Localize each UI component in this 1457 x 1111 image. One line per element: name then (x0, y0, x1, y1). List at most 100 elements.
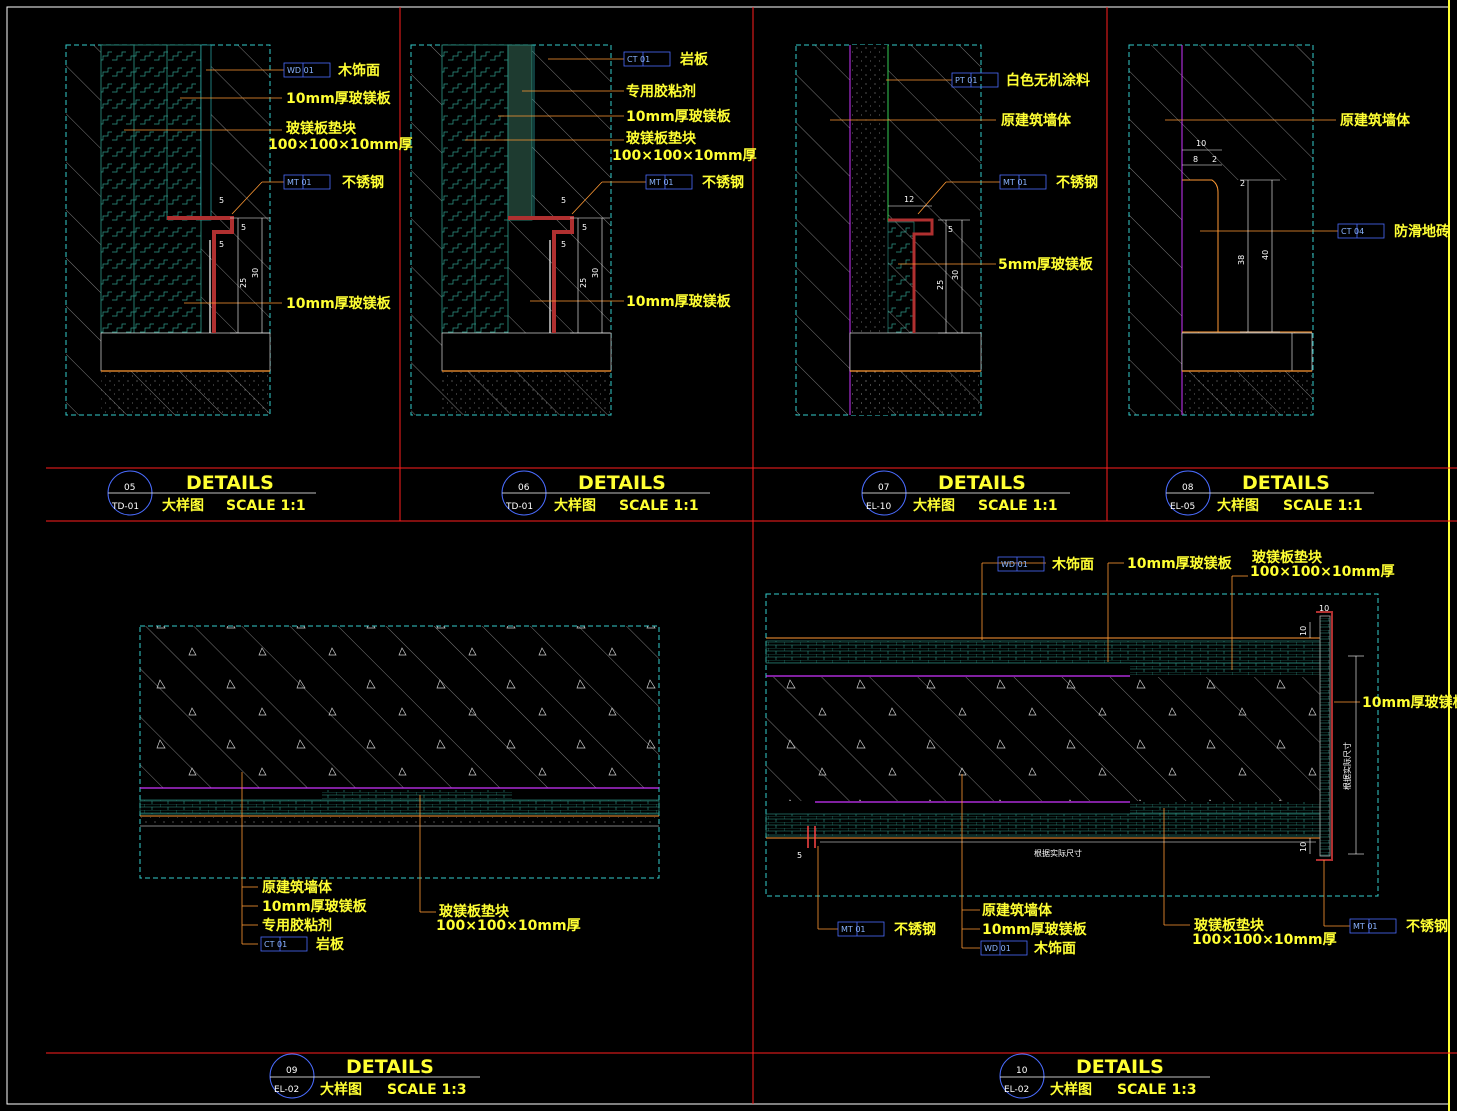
dim-label: 25 (936, 280, 945, 290)
material-tag: CT 01 (627, 55, 650, 64)
material-tag: WD 01 (287, 66, 314, 75)
material-tag: CT 01 (264, 940, 287, 949)
detail-ref: TD-01 (111, 502, 139, 512)
callout-label: 不锈钢 (1056, 174, 1098, 191)
detail-09-drawing (139, 625, 660, 879)
callout-label: 防滑地砖 (1394, 223, 1450, 240)
callout-label: 10mm厚玻镁板 (1127, 555, 1233, 572)
dim-label: 38 (1237, 255, 1246, 265)
dim-label: 10 (1196, 139, 1206, 148)
detail-08-callouts: 原建筑墙体 CT 04 防滑地砖 (1337, 112, 1450, 240)
size-note: 根据实际尺寸 (1034, 848, 1082, 858)
detail-05-callouts: WD 01 木饰面 10mm厚玻镁板 玻镁板垫块 100×100×10mm厚 M… (268, 62, 413, 312)
detail-number: 10 (1016, 1066, 1028, 1076)
detail-scale: SCALE 1:1 (1283, 498, 1363, 514)
callout-label: 5mm厚玻镁板 (998, 256, 1094, 273)
detail-number: 05 (124, 483, 135, 493)
detail-09-leaders (241, 772, 436, 945)
material-tag: MT 01 (1003, 178, 1028, 187)
detail-title: DETAILS (346, 1056, 434, 1078)
detail-title: DETAILS (186, 472, 274, 494)
detail-07-leaders (830, 79, 1000, 265)
callout-label: 10mm厚玻镁板 (262, 898, 368, 915)
detail-06-callouts: CT 01 岩板 专用胶粘剂 10mm厚玻镁板 玻镁板垫块 100×100×10… (612, 51, 757, 310)
detail-07-drawing (795, 44, 982, 416)
callout-label: 不锈钢 (894, 921, 936, 938)
dim-label: 5 (582, 223, 587, 232)
callout-label: 10mm厚玻镁板 (286, 90, 392, 107)
dim-label: 5 (797, 851, 802, 860)
callout-label: 不锈钢 (1406, 918, 1448, 935)
material-tag: WD 01 (1001, 560, 1028, 569)
dim-label: 25 (239, 278, 248, 288)
title-block-06: 06 TD-01 DETAILS 大样图 SCALE 1:1 (501, 470, 710, 516)
detail-06-leaders (465, 58, 646, 302)
title-block-10: 10 EL-02 DETAILS 大样图 SCALE 1:3 (999, 1053, 1210, 1099)
callout-label: 10mm厚玻镁板 (982, 921, 1088, 938)
detail-05-dim-labels: 5 5 5 30 25 (219, 196, 260, 288)
callout-label: 专用胶粘剂 (262, 917, 332, 934)
detail-ref: EL-02 (274, 1085, 299, 1095)
detail-08-leaders (1165, 119, 1338, 232)
callout-label: 岩板 (679, 51, 709, 68)
callout-label: 原建筑墙体 (1001, 112, 1072, 129)
dim-label: 2 (1212, 155, 1217, 164)
detail-06-drawing (410, 44, 612, 416)
detail-scale: SCALE 1:1 (978, 498, 1058, 514)
detail-08-dims (1182, 149, 1280, 333)
dim-label: 5 (241, 223, 246, 232)
material-tag: MT 01 (841, 925, 866, 934)
detail-05-dims (230, 217, 270, 334)
callout-label: 木饰面 (1051, 556, 1094, 573)
detail-ref: EL-05 (1170, 502, 1195, 512)
callout-label: 木饰面 (1033, 940, 1076, 957)
detail-ref: EL-02 (1004, 1085, 1029, 1095)
title-block-08: 08 EL-05 DETAILS 大样图 SCALE 1:1 (1165, 470, 1374, 516)
dim-label: 8 (1193, 155, 1198, 164)
callout-label: 原建筑墙体 (982, 902, 1053, 919)
title-block-07: 07 EL-10 DETAILS 大样图 SCALE 1:1 (861, 470, 1070, 516)
material-tag: MT 01 (287, 178, 312, 187)
dim-label: 30 (591, 268, 600, 278)
detail-06-dim-labels: 5 5 5 30 25 (561, 196, 600, 288)
detail-number: 08 (1182, 483, 1194, 493)
dim-label: 10 (1319, 604, 1329, 613)
callout-label: 玻镁板垫块 (1194, 917, 1265, 934)
material-tag: MT 01 (1353, 922, 1378, 931)
detail-number: 09 (286, 1066, 298, 1076)
detail-title: DETAILS (938, 472, 1026, 494)
title-block-05: 05 TD-01 DETAILS 大样图 SCALE 1:1 (107, 470, 316, 516)
material-tag: WD 01 (984, 944, 1011, 953)
detail-name: 大样图 (1217, 497, 1259, 514)
callout-label: 10mm厚玻镁板 (286, 295, 392, 312)
dim-label: 40 (1261, 250, 1270, 260)
detail-10-leaders (817, 562, 1360, 949)
dim-label: 5 (948, 225, 953, 234)
detail-05-drawing (65, 44, 271, 416)
detail-07-dims (888, 205, 970, 334)
dim-label: 25 (579, 278, 588, 288)
dim-label: 30 (951, 270, 960, 280)
callout-label: 100×100×10mm厚 (1250, 564, 1395, 580)
title-block-09: 09 EL-02 DETAILS 大样图 SCALE 1:3 (269, 1053, 480, 1099)
callout-label: 不锈钢 (342, 174, 384, 191)
detail-10-callouts: WD 01 木饰面 10mm厚玻镁板 玻镁板垫块 100×100×10mm厚 1… (837, 549, 1457, 957)
callout-label: 10mm厚玻镁板 (1362, 694, 1457, 711)
detail-08-dim-labels: 10 8 2 2 38 40 (1193, 139, 1270, 265)
dim-label: 2 (1240, 179, 1245, 188)
material-tag: MT 01 (649, 178, 674, 187)
callout-label: 玻镁板垫块 (626, 130, 697, 147)
detail-title: DETAILS (578, 472, 666, 494)
detail-name: 大样图 (1050, 1081, 1092, 1098)
detail-scale: SCALE 1:3 (1117, 1082, 1197, 1098)
dim-label: 5 (561, 240, 566, 249)
detail-scale: SCALE 1:1 (619, 498, 699, 514)
detail-07-callouts: PT 01 白色无机涂料 原建筑墙体 MT 01 不锈钢 5mm厚玻镁板 (951, 72, 1098, 273)
detail-number: 07 (878, 483, 889, 493)
callout-label: 专用胶粘剂 (626, 83, 696, 100)
material-tag: CT 04 (1341, 227, 1364, 236)
detail-scale: SCALE 1:3 (387, 1082, 467, 1098)
detail-10-dim-labels: 10 10 10 5 根据实际尺寸 根据实际尺寸 (797, 604, 1352, 860)
callout-label: 白色无机涂料 (1006, 72, 1090, 89)
